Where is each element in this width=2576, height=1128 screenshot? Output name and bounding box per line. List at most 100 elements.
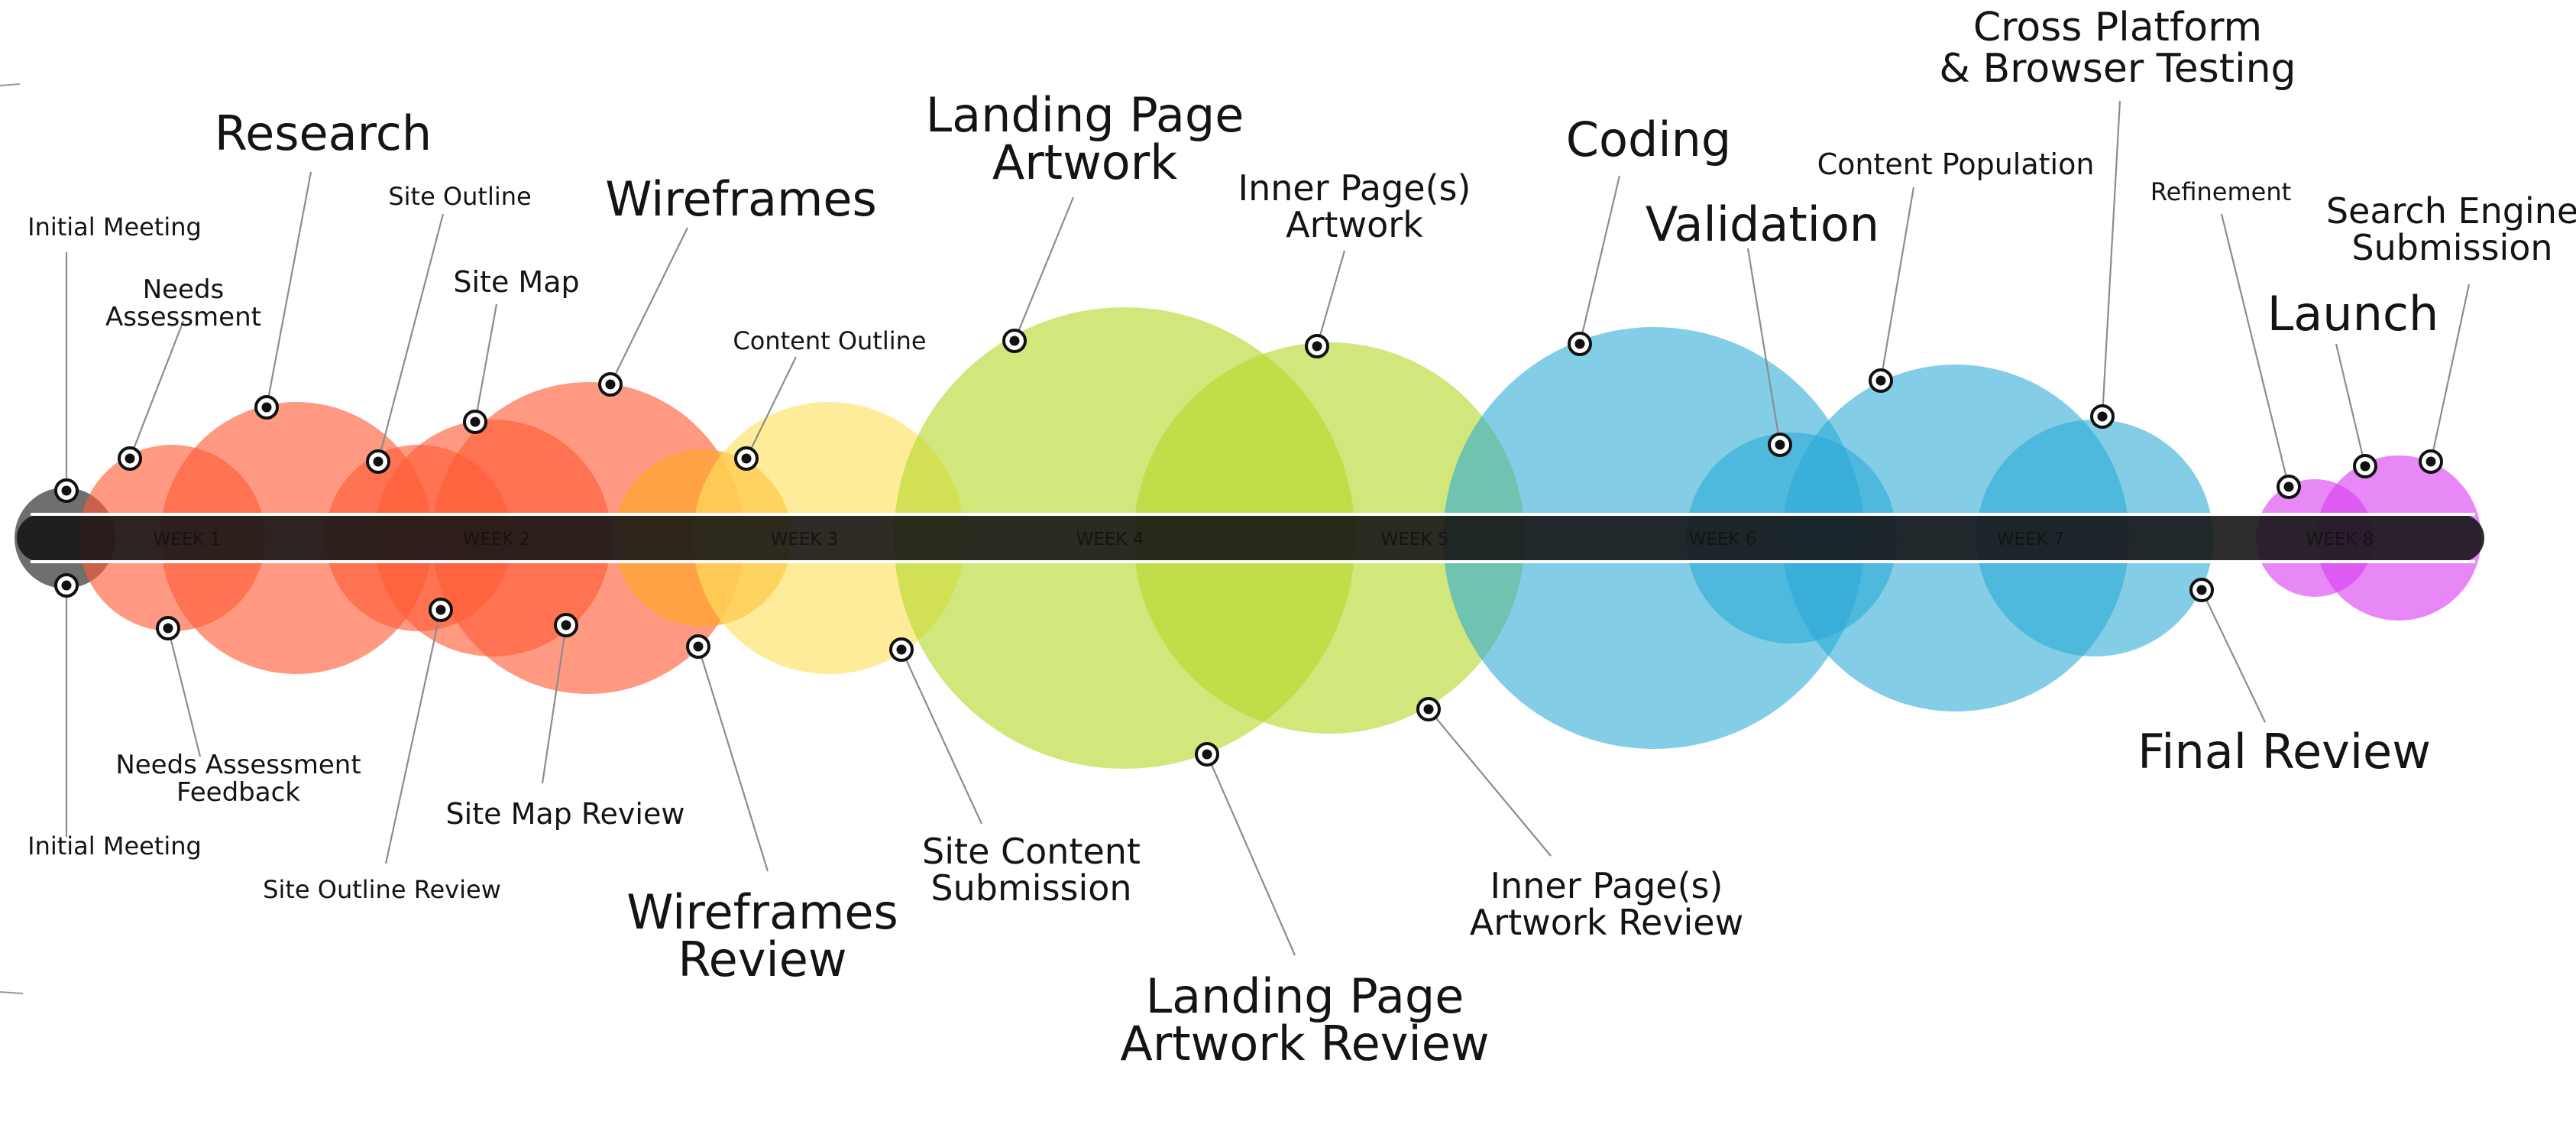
coding-leader [1578, 175, 1621, 345]
needs-assessment-feedback-leader [167, 627, 202, 757]
week-label-7: WEEK 7 [1997, 530, 2065, 549]
week-label-4: WEEK 4 [1076, 530, 1144, 549]
site-map-review-leader [541, 624, 568, 784]
search-engine-submission-label-line-2: Submission [2351, 227, 2552, 268]
cross-platform-testing-marker[interactable] [2090, 404, 2115, 429]
validation-label: Validation [1646, 196, 1879, 252]
wireframes-label: Wireframes [605, 171, 877, 227]
cross-platform-testing-label-line-1: Cross Platform [1973, 5, 2262, 50]
site-outline-review-leader [384, 609, 442, 864]
needs-assessment-marker[interactable] [118, 446, 142, 471]
wireframes-review-leader [697, 646, 769, 872]
inner-pages-artwork-review-marker[interactable] [1416, 697, 1441, 721]
landing-page-artwork-review-label-line-1: Landing Page [1146, 968, 1464, 1024]
timeline-bar [17, 513, 2484, 563]
week-label-6: WEEK 6 [1689, 530, 1757, 549]
initial-meeting-label: Initial Meeting [28, 212, 202, 241]
research-label: Research [215, 105, 432, 161]
needs-assessment-feedback-label-line-2: Feedback [176, 777, 300, 808]
content-outline-label: Content Outline [733, 326, 926, 355]
wireframes-review-label-line-2: Review [678, 932, 846, 987]
edge-tick-bottom [0, 991, 24, 994]
needs-assessment-leader [128, 320, 185, 459]
wireframes-leader [610, 227, 688, 385]
leader-lines [0, 83, 2471, 994]
inner-pages-artwork-review-label-line-1: Inner Page(s) [1490, 865, 1723, 906]
cross-platform-testing-leader [2101, 100, 2121, 417]
content-population-marker[interactable] [1869, 368, 1893, 393]
refinement-label: Refinement [2150, 177, 2291, 206]
initial-meeting-bottom-marker[interactable] [54, 573, 79, 598]
site-content-submission-leader [901, 649, 982, 825]
wireframes-marker[interactable] [598, 372, 623, 397]
landing-page-artwork-review-marker[interactable] [1195, 742, 1219, 767]
inner-pages-artwork-leader [1316, 250, 1346, 347]
launch-label: Launch [2267, 286, 2439, 342]
initial-meeting-marker[interactable] [54, 478, 79, 503]
week-label-1: WEEK 1 [154, 530, 222, 549]
milestone-markers [54, 329, 2443, 767]
edge-tick-top [0, 83, 21, 86]
site-map-label: Site Map [453, 265, 579, 299]
initial-meeting-bottom-label: Initial Meeting [28, 831, 202, 861]
final-review-leader [2201, 589, 2266, 723]
content-outline-marker[interactable] [734, 446, 759, 471]
week-labels: WEEK 1 WEEK 2 WEEK 3 WEEK 4 WEEK 5 WEEK 6 WEEK… [154, 530, 2374, 549]
site-outline-review-marker[interactable] [429, 598, 453, 622]
inner-pages-artwork-marker[interactable] [1305, 334, 1329, 358]
site-outline-review-label: Site Outline Review [263, 875, 501, 904]
landing-page-artwork-review-label-line-2: Artwork Review [1120, 1016, 1489, 1071]
week-label-8: WEEK 8 [2306, 530, 2374, 549]
site-content-submission-label-line-1: Site Content [922, 831, 1141, 872]
site-map-review-marker[interactable] [554, 613, 578, 637]
landing-page-artwork-marker[interactable] [1002, 329, 1027, 353]
coding-label: Coding [1566, 112, 1731, 167]
wireframes-review-label-line-1: Wireframes [626, 884, 898, 940]
week-label-2: WEEK 2 [463, 530, 531, 549]
landing-page-artwork-label-line-2: Artwork [992, 135, 1177, 190]
milestone-labels: Initial MeetingNeedsAssessmentResearchSi… [28, 5, 2576, 1071]
search-engine-submission-marker[interactable] [2419, 449, 2443, 474]
needs-assessment-label-line-2: Assessment [105, 302, 261, 332]
needs-assessment-feedback-label-line-1: Needs Assessment [115, 750, 361, 780]
week-label-3: WEEK 3 [771, 530, 839, 549]
site-outline-label: Site Outline [388, 182, 531, 211]
landing-page-artwork-leader [1013, 196, 1075, 342]
content-outline-leader [746, 356, 797, 459]
landing-page-artwork-label-line-1: Landing Page [926, 87, 1244, 143]
needs-assessment-label-line-1: Needs [143, 274, 225, 305]
coding-marker[interactable] [1568, 332, 1592, 356]
timeline-bar-body [17, 514, 2484, 562]
site-content-submission-marker[interactable] [889, 637, 914, 662]
site-map-review-label: Site Map Review [446, 797, 685, 831]
inner-pages-artwork-label-line-1: Inner Page(s) [1238, 167, 1471, 209]
site-map-marker[interactable] [463, 410, 487, 434]
research-marker[interactable] [254, 395, 279, 420]
content-population-label: Content Population [1817, 147, 2095, 181]
research-leader [265, 171, 312, 408]
validation-leader [1746, 248, 1782, 446]
final-review-label: Final Review [2137, 724, 2431, 780]
refinement-leader [2220, 213, 2290, 488]
site-outline-marker[interactable] [366, 449, 390, 474]
inner-pages-artwork-label-line-2: Artwork [1286, 204, 1423, 245]
refinement-marker[interactable] [2277, 475, 2301, 499]
site-outline-leader [377, 213, 445, 462]
launch-marker[interactable] [2353, 454, 2377, 478]
inner-pages-artwork-review-leader [1428, 708, 1552, 857]
content-population-leader [1879, 186, 1915, 381]
launch-leader [2335, 343, 2367, 467]
validation-marker[interactable] [1768, 433, 1792, 457]
inner-pages-artwork-review-label-line-2: Artwork Review [1470, 902, 1743, 943]
landing-page-artwork-review-leader [1205, 754, 1296, 956]
search-engine-submission-leader [2429, 284, 2471, 462]
wireframes-review-marker[interactable] [686, 634, 710, 659]
site-content-submission-label-line-2: Submission [930, 867, 1131, 909]
week-label-5: WEEK 5 [1381, 530, 1449, 549]
final-review-marker[interactable] [2189, 578, 2214, 602]
site-map-leader [474, 303, 498, 423]
cross-platform-testing-label-line-2: & Browser Testing [1939, 46, 2296, 92]
needs-assessment-feedback-marker[interactable] [156, 616, 180, 640]
search-engine-submission-label-line-1: Search Engine [2326, 190, 2576, 232]
